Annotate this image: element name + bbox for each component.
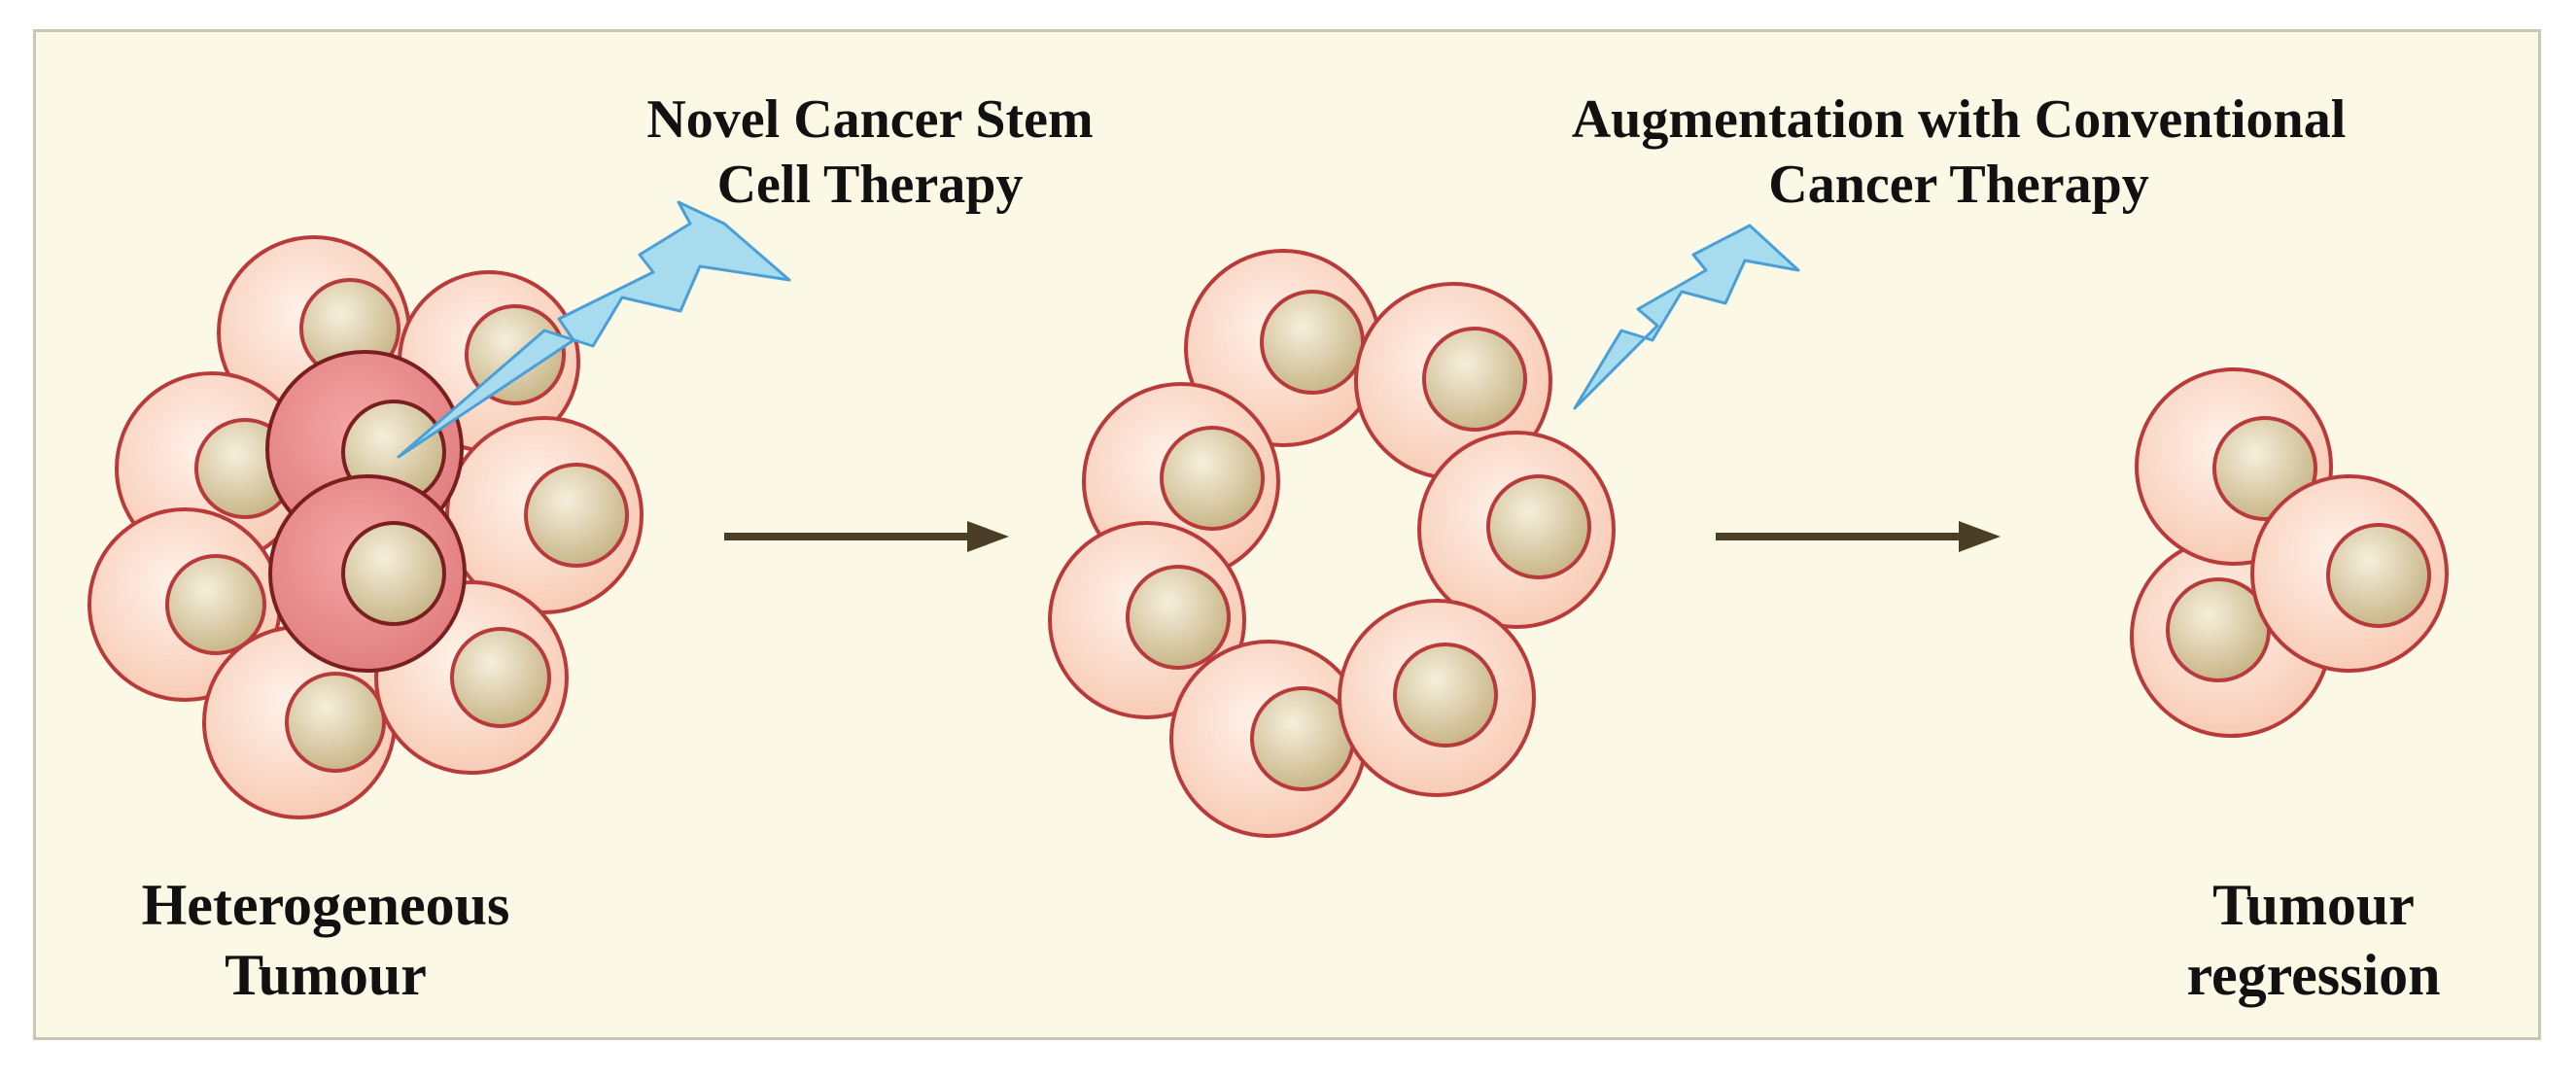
stage3-label: Tumour regression (2109, 870, 2518, 1010)
tumour-cell (1338, 599, 1536, 797)
tumour-cell (1048, 521, 1246, 719)
stage3-label-line2: regression (2186, 943, 2441, 1007)
lightning-bolt-icon (397, 200, 791, 459)
tumour-cell (1417, 431, 1616, 629)
tumour-cell (1354, 282, 1552, 480)
therapy2-label-line1: Augmentation with Conventional (1571, 89, 2347, 150)
arrow-right-icon (1716, 521, 2001, 552)
regressed-tumour (2130, 367, 2449, 738)
therapy2-label: Augmentation with Conventional Cancer Th… (1531, 87, 2386, 218)
tumour-cell (202, 625, 397, 819)
arrow-right-icon (724, 521, 1009, 552)
therapy2-label-line2: Cancer Therapy (1768, 155, 2149, 216)
lightning-bolt-icon (1573, 224, 1800, 410)
therapy1-label: Novel Cancer Stem Cell Therapy (598, 87, 1142, 218)
cancer-stem-cell (268, 474, 467, 673)
heterogeneous-tumour-cluster (87, 235, 644, 819)
tumour-cell (2250, 474, 2449, 673)
stage1-label: Heterogeneous Tumour (102, 870, 549, 1010)
tumour-after-stem-cell-therapy (1048, 249, 1616, 838)
therapy1-label-line1: Novel Cancer Stem (646, 89, 1094, 150)
stage1-label-line1: Heterogeneous (141, 873, 510, 937)
tumour-cell (1169, 640, 1368, 838)
tumour-cell (445, 416, 644, 614)
stage1-label-line2: Tumour (225, 943, 427, 1007)
stage3-label-line1: Tumour (2212, 873, 2415, 937)
therapy1-label-line2: Cell Therapy (716, 155, 1024, 216)
